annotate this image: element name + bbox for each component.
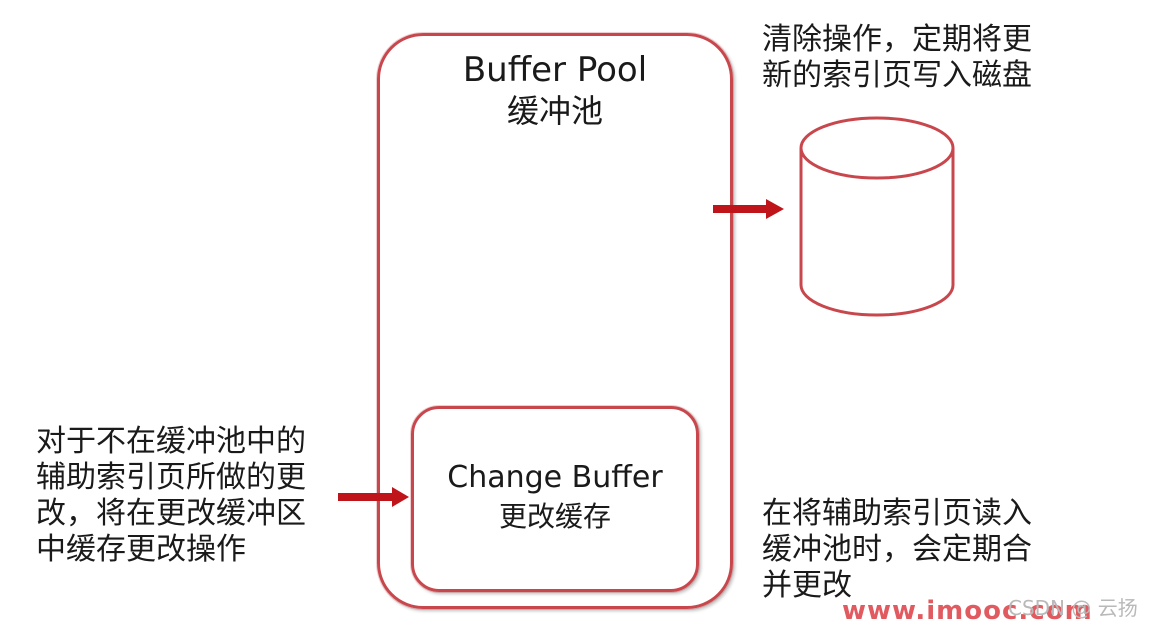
note-line: 缓冲池时，会定期合 bbox=[762, 532, 1032, 567]
note-line: 辅助索引页所做的更 bbox=[36, 460, 306, 495]
note-line: 改，将在更改缓冲区 bbox=[36, 496, 306, 531]
right-arrow-icon bbox=[713, 199, 784, 219]
note-cache-changes: 对于不在缓冲池中的 辅助索引页所做的更 改，将在更改缓冲区 中缓存更改操作 bbox=[36, 424, 326, 568]
note-merge-on-read: 在将辅助索引页读入 缓冲池时，会定期合 并更改 bbox=[762, 496, 1052, 604]
buffer-pool-subtitle: 缓冲池 bbox=[506, 92, 603, 130]
buffer-pool-title: Buffer Pool bbox=[462, 50, 648, 90]
note-line: 对于不在缓冲池中的 bbox=[36, 424, 306, 459]
buffer-pool-box bbox=[377, 33, 733, 609]
change-buffer-title: Change Buffer bbox=[447, 460, 663, 495]
change-buffer-subtitle: 更改缓存 bbox=[498, 500, 611, 533]
note-line: 新的索引页写入磁盘 bbox=[762, 58, 1032, 93]
change-buffer-box bbox=[411, 406, 699, 592]
cylinder-icon bbox=[799, 116, 955, 317]
note-line: 中缓存更改操作 bbox=[36, 532, 246, 567]
note-line: 在将辅助索引页读入 bbox=[762, 496, 1032, 531]
right-arrow-icon bbox=[338, 487, 409, 507]
note-line: 并更改 bbox=[762, 568, 852, 603]
note-line: 清除操作，定期将更 bbox=[762, 22, 1032, 57]
note-flush-to-disk: 清除操作，定期将更 新的索引页写入磁盘 bbox=[762, 22, 1062, 94]
watermark-site: www.imooc.com bbox=[842, 596, 1093, 626]
watermark-csdn: CSDN @ 云扬 bbox=[1008, 596, 1138, 620]
